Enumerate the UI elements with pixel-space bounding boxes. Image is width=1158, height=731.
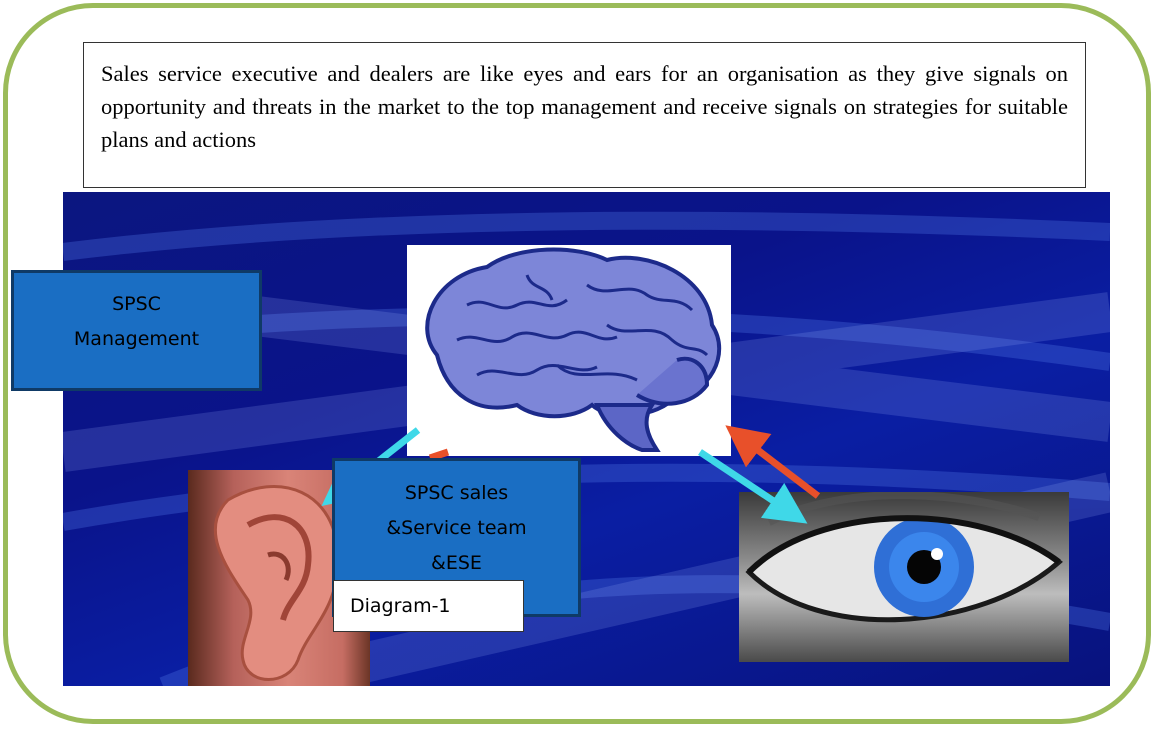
sales-line-3: &ESE (335, 546, 578, 581)
spsc-management-box: SPSC Management (11, 270, 262, 391)
management-line-2: Management (14, 322, 259, 357)
diagram-label-text: Diagram-1 (350, 595, 451, 617)
sales-line-1: SPSC sales (335, 476, 578, 511)
sales-line-2: &Service team (335, 511, 578, 546)
management-line-1: SPSC (14, 287, 259, 322)
diagram-label: Diagram-1 (333, 580, 524, 632)
